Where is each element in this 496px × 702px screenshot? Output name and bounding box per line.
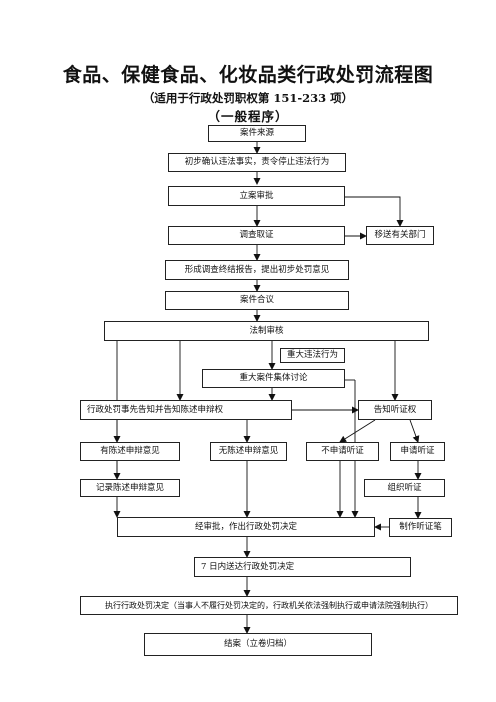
- node-execution: 执行行政处罚决定（当事人不履行处罚决定的，行政机关依法强制执行或申请法院强制执行…: [80, 596, 458, 615]
- page-title: 食品、保健食品、化妆品类行政处罚流程图: [62, 64, 434, 86]
- node-major-discussion: 重大案件集体讨论: [202, 369, 345, 388]
- node-no-hearing: 不申请听证: [306, 442, 379, 461]
- node-initial-confirm: 初步确认违法事实，责令停止违法行为: [168, 153, 346, 172]
- node-organize-hearing: 组织听证: [364, 479, 445, 497]
- procedure-type: （一般程序）: [207, 109, 289, 124]
- node-transfer: 移送有关部门: [366, 226, 434, 245]
- node-report: 形成调查终结报告，提出初步处罚意见: [165, 260, 349, 280]
- node-decision: 经审批，作出行政处罚决定: [117, 517, 375, 537]
- node-apply-hearing: 申请听证: [390, 442, 445, 461]
- node-record-statement: 记录陈述申辩意见: [80, 479, 180, 497]
- node-major-violation: 重大违法行为: [280, 348, 345, 363]
- node-filing-approval: 立案审批: [168, 186, 345, 206]
- node-legal-review: 法制审核: [104, 321, 429, 341]
- node-prior-notice: 行政处罚事先告知并告知陈述申辩权: [80, 400, 292, 420]
- node-investigation: 调查取证: [168, 226, 345, 245]
- node-delivery: 7 日内送达行政处罚决定: [194, 557, 411, 577]
- node-hearing-notice: 告知听证权: [358, 400, 432, 420]
- node-case-source: 案件来源: [208, 125, 306, 142]
- node-case-meeting: 案件合议: [165, 291, 349, 310]
- node-no-statement: 无陈述申辩意见: [210, 442, 287, 461]
- page-subtitle: （适用于行政处罚职权第 151-233 项）: [142, 91, 354, 105]
- node-closing: 结案（立卷归档）: [144, 633, 372, 656]
- node-hearing-record: 制作听证笔: [389, 518, 452, 537]
- node-has-statement: 有陈述申辩意见: [80, 442, 180, 461]
